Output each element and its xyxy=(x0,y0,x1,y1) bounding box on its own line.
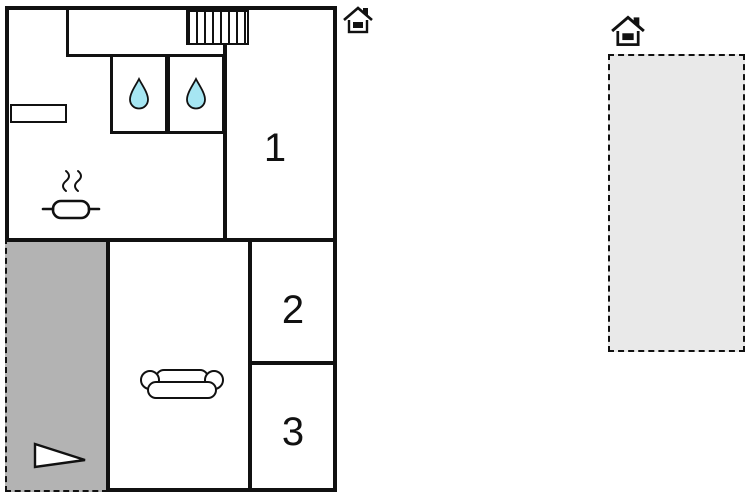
staircase-icon xyxy=(186,10,249,45)
wall-kitchen-notch-vertical xyxy=(66,6,69,57)
radiator-icon xyxy=(10,104,67,123)
water-drop-icon xyxy=(186,77,206,110)
sink-unit xyxy=(110,54,168,134)
wall-rooms23-left xyxy=(248,238,252,492)
wall-room1-left xyxy=(223,6,227,242)
sofa-icon xyxy=(140,369,224,399)
wall-living-left xyxy=(106,238,110,492)
terrace-area xyxy=(5,238,108,492)
room-3-label: 3 xyxy=(281,410,305,454)
wall-top xyxy=(5,6,337,10)
terrace-arrow-icon xyxy=(33,442,86,469)
wall-bottom xyxy=(106,488,337,492)
wall-kitchen-notch-horizontal xyxy=(66,54,114,57)
wall-left xyxy=(5,6,9,242)
wall-mid-horizontal xyxy=(5,238,337,242)
house-icon xyxy=(343,6,373,34)
room-1-label: 1 xyxy=(263,126,287,170)
wall-room2-room3-divider xyxy=(248,361,337,365)
room-2-label: 2 xyxy=(281,288,305,332)
sink-unit xyxy=(167,54,225,134)
house-icon xyxy=(611,15,645,46)
wall-right xyxy=(333,6,337,492)
stove-steam-icon xyxy=(41,170,101,220)
outdoor-terrace-area xyxy=(608,54,745,352)
water-drop-icon xyxy=(129,77,149,110)
